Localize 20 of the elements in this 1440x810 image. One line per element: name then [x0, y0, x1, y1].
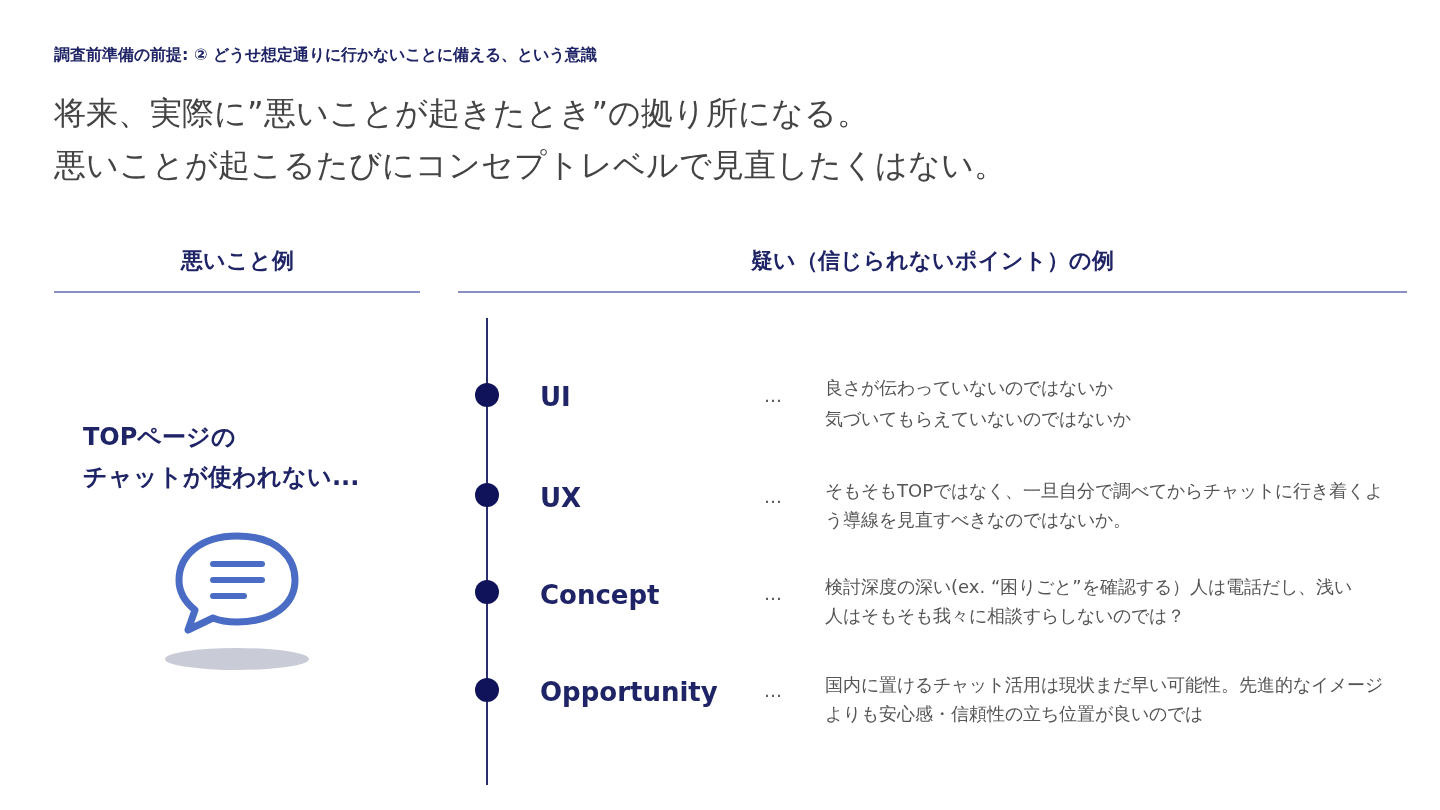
- category-label: Concept: [540, 579, 660, 612]
- category-label: UX: [540, 482, 582, 515]
- description-text: そもそもTOPではなく、一旦自分で調べてからチャットに行き着くよう導線を見直すべきなのではないか。: [825, 479, 1385, 532]
- ellipsis-mark: …: [764, 384, 782, 408]
- page-heading: 調査前準備の前提: ② どうせ想定通りに行かないことに備える、という意識: [54, 44, 598, 66]
- ellipsis-mark: …: [764, 679, 782, 703]
- headline: 悪いことが起こるたびにコンセプトレベルで見直したくはない。: [54, 145, 1006, 186]
- description-text: 気づいてもらえていないのではないか: [825, 407, 1131, 431]
- description-text: 検討深度の深い(ex. “困りごと”を確認する）人は電話だし、浅い人はそもそも我々に相談すらしないのでは？: [825, 575, 1353, 628]
- example-text: チャットが使われない...: [83, 462, 360, 493]
- category-label: Opportunity: [540, 676, 718, 709]
- column-heading: 疑い（信じられないポイント）の例: [750, 247, 1115, 275]
- example-text: TOPページの: [83, 422, 237, 453]
- column-heading: 悪いこと例: [179, 247, 295, 275]
- description-text: 良さが伝わっていないのではないか: [825, 376, 1113, 400]
- ellipsis-mark: …: [764, 485, 782, 509]
- ellipsis-mark: …: [764, 582, 782, 606]
- description-text: 国内に置けるチャット活用は現状まだ早い可能性。先進的なイメージよりも安心感・信頼性の立ち位置が良いのでは: [825, 673, 1384, 726]
- headline: 将来、実際に”悪いことが起きたとき”の拠り所になる。: [54, 93, 870, 134]
- category-label: UI: [540, 381, 571, 414]
